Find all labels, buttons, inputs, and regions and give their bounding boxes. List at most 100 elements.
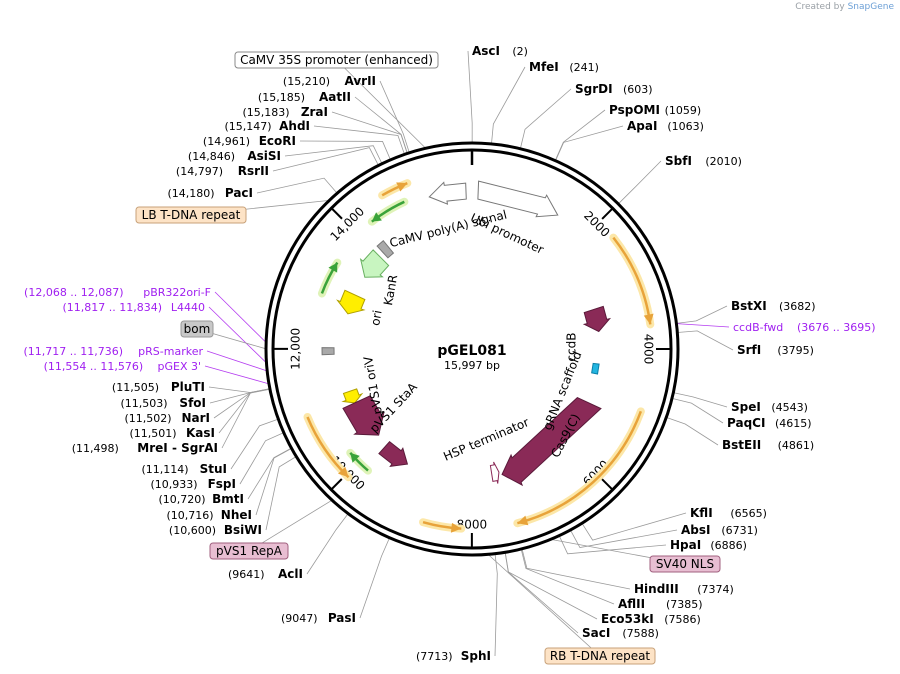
site-ecori-pos: (14,961) <box>203 135 250 148</box>
snapgene-brand: SnapGene <box>847 2 894 12</box>
site-apai-pos: (1063) <box>667 120 704 133</box>
site-leader-lines <box>190 50 734 657</box>
tick-mark <box>330 207 343 220</box>
box-bom-frame <box>180 320 214 338</box>
site-avrii-name: AvrII <box>344 74 376 88</box>
box-rb-t-dna-repeat-label: RB T-DNA repeat <box>550 649 651 663</box>
green-arrow-kanr-head <box>328 262 338 273</box>
site-hindiii-name: HindIII <box>634 582 679 596</box>
site-sfoi-name: SfoI <box>179 396 206 410</box>
green-arrow-lower-head <box>350 452 360 463</box>
site-leader-saci <box>504 552 579 634</box>
site-bsteii-name: BstEII <box>722 438 761 452</box>
kanr-arrow <box>359 249 390 278</box>
credit-prefix: Created by <box>795 2 845 12</box>
cyan-feature <box>591 362 600 375</box>
box-pvs1-repa-frame <box>209 542 289 560</box>
primer-l4440-range: (11,817 .. 11,834) <box>62 301 162 314</box>
primer-leader-pbr322ori-f <box>214 291 267 343</box>
site-leader-stui <box>230 418 279 470</box>
ubi-promoter-arrow <box>477 180 559 218</box>
site-leader-pasi <box>359 537 390 619</box>
orange-arrow-ccdb-region-head <box>643 313 654 325</box>
primer-pgex-3-range: (11,554 .. 11,576) <box>44 360 144 373</box>
site-mfei-pos: (241) <box>569 61 599 74</box>
site-leader-aflii <box>520 548 615 605</box>
box-leader-rb-t-dna-repeat <box>487 554 601 657</box>
site-leader-kfli <box>581 512 687 541</box>
site-nhei-name: NheI <box>221 508 252 522</box>
feature-label-ori: ori <box>368 309 384 327</box>
orange-arrow-camv-region-head <box>396 182 408 192</box>
orange-arrow-repa-region-head <box>338 466 349 478</box>
site-sfoi-pos: (11,503) <box>121 397 168 410</box>
site-sbfi-pos: (2010) <box>705 155 742 168</box>
site-stui-pos: (11,114) <box>142 463 189 476</box>
site-leader-srfi <box>677 330 734 351</box>
site-asci-name: AscI <box>472 44 500 58</box>
orange-arrow-rb-region-head <box>450 522 462 533</box>
site-absi-pos: (6731) <box>721 524 758 537</box>
site-bmti-pos: (10,720) <box>159 493 206 506</box>
tick-mark <box>601 478 614 491</box>
site-leader-ecori <box>299 140 391 160</box>
site-leader-pspomi <box>554 109 606 161</box>
box-lb-t-dna-repeat-label: LB T-DNA repeat <box>142 208 241 222</box>
site-absi-name: AbsI <box>681 523 710 537</box>
site-nari-pos: (11,502) <box>125 412 172 425</box>
site-leader-rsrii <box>272 147 379 172</box>
tick-label: 12,000 <box>288 328 302 370</box>
site-leader-zrai <box>331 111 408 154</box>
site-stui-name: StuI <box>200 462 227 476</box>
site-pasi-name: PasI <box>328 611 356 625</box>
site-asci-pos: (2) <box>512 45 528 58</box>
green-arrow-upper-head <box>371 212 382 222</box>
box-pvs1-repa-label: pVS1 RepA <box>216 544 283 558</box>
site-leader-paqci <box>671 397 724 424</box>
site-nhei-pos: (10,716) <box>167 509 214 522</box>
site-bstxi-pos: (3682) <box>779 300 816 313</box>
backbone-outer-ring <box>264 141 680 557</box>
site-leader-aatii <box>354 96 408 154</box>
site-leader-paci <box>256 177 338 194</box>
hsp-terminator-arrow <box>489 461 500 484</box>
box-rb-t-dna-repeat-frame <box>544 647 656 665</box>
box-sv40-nls-frame <box>649 555 721 573</box>
snapgene-credit: Created by SnapGene <box>795 2 894 12</box>
site-mfei-name: MfeI <box>529 60 559 74</box>
site-ahdi-pos: (15,147) <box>225 120 272 133</box>
site-pluti-pos: (11,505) <box>112 381 159 394</box>
site-fspi-pos: (10,933) <box>151 478 198 491</box>
primer-leader-prs-marker <box>206 350 268 372</box>
primer-pbr322ori-f-range: (12,068 .. 12,087) <box>24 286 124 299</box>
site-bmti-name: BmtI <box>212 492 244 506</box>
site-pspomi-name: PspOMI <box>609 103 660 117</box>
cas9-arrow <box>501 397 602 487</box>
site-kasi-name: KasI <box>186 426 215 440</box>
site-aatii-pos: (15,185) <box>258 91 305 104</box>
site-leader-mfei <box>491 66 526 144</box>
site-bstxi-name: BstXI <box>731 299 767 313</box>
site-leader-spei <box>673 392 728 408</box>
site-leader-pluti <box>208 386 270 393</box>
site-paqci-pos: (4615) <box>775 417 812 430</box>
site-apai-name: ApaI <box>627 119 657 133</box>
primer-ccdb-fwd-range: (3676 .. 3695) <box>797 321 876 334</box>
box-sv40-nls-label: SV40 NLS <box>656 557 714 571</box>
pvs1-repa-inner-arrow <box>378 440 409 467</box>
site-leader-asisi <box>284 145 383 164</box>
site-asisi-pos: (14,846) <box>188 150 235 163</box>
box-leader-camv-35s-promoter-enhanced <box>336 59 426 149</box>
site-avrii-pos: (15,210) <box>283 75 330 88</box>
primer-ccdb-fwd-name: ccdB-fwd <box>733 321 783 334</box>
site-hindiii-pos: (7374) <box>697 583 734 596</box>
tick-label: 4000 <box>641 334 655 365</box>
site-eco53ki-pos: (7586) <box>664 613 701 626</box>
site-eco53ki-name: Eco53kI <box>601 612 654 626</box>
site-pluti-name: PluTI <box>171 380 205 394</box>
site-fspi-name: FspI <box>208 477 236 491</box>
site-bsiwi-pos: (10,600) <box>169 524 216 537</box>
site-leader-acli <box>306 513 349 575</box>
site-leader-bsiwi <box>265 456 297 531</box>
primer-leader-ccdb-fwd <box>676 323 730 328</box>
